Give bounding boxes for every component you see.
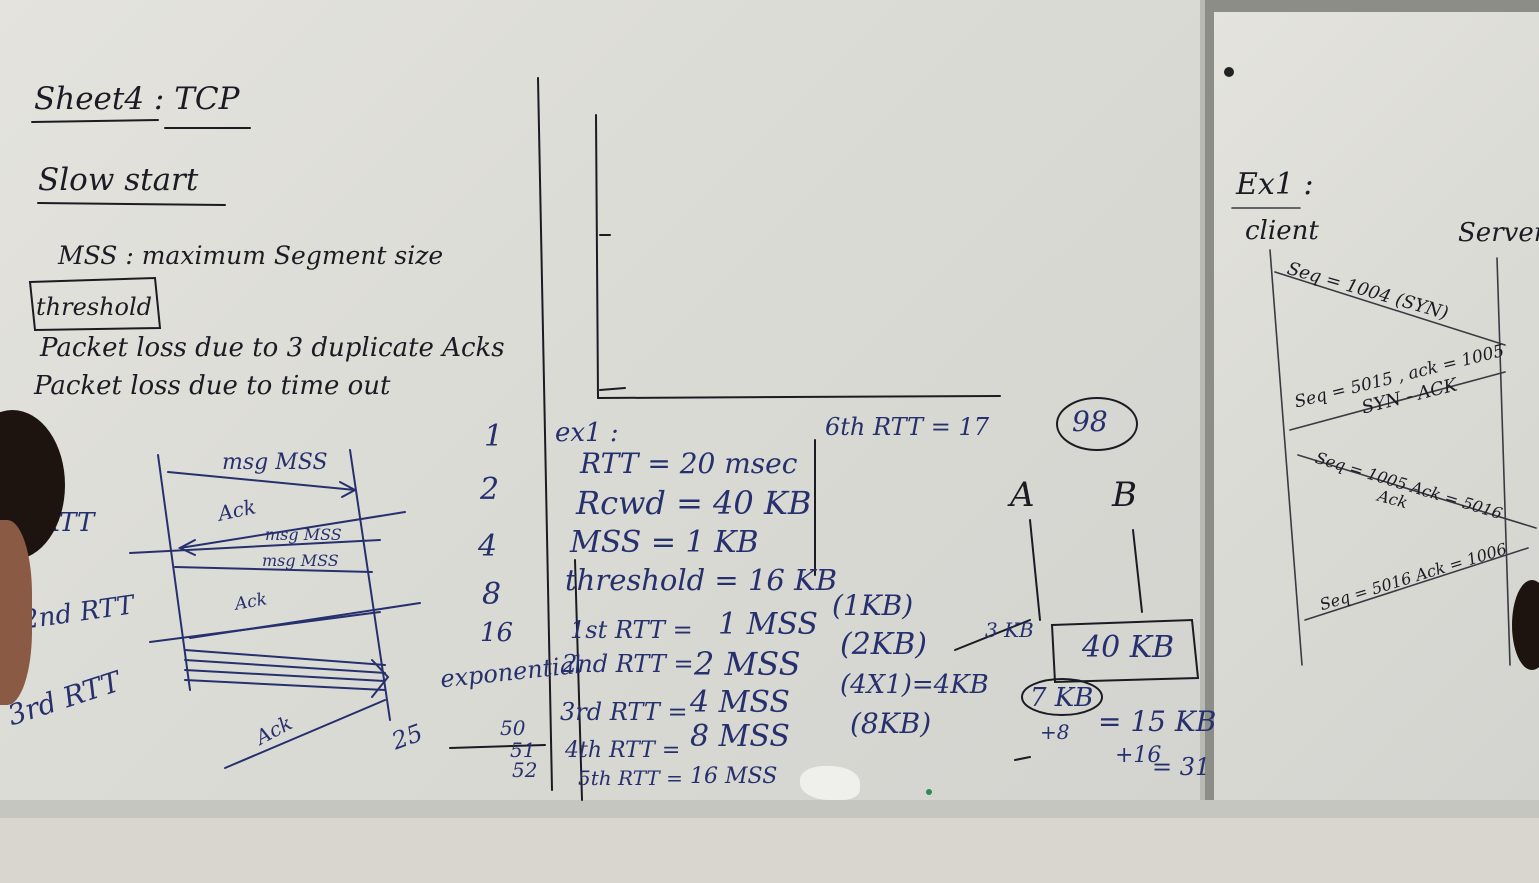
side-note: 7 KB xyxy=(1030,683,1094,713)
ex1-rcwd: Rcwd = 40 KB xyxy=(576,484,812,522)
arrow-label-msg-3: msg MSS xyxy=(262,551,339,570)
host-a: A xyxy=(1010,475,1035,515)
bullet-duplicate-acks: Packet loss due to 3 duplicate Acks xyxy=(40,333,505,363)
rtt-row-value: 1 MSS xyxy=(718,607,818,642)
column-number: 52 xyxy=(512,758,538,782)
column-number: 1 xyxy=(484,419,504,454)
side-note: +16 xyxy=(1115,743,1162,768)
ex1-mss: MSS = 1 KB xyxy=(570,525,759,560)
bullet-timeout: Packet loss due to time out xyxy=(34,371,391,401)
magnet-dot xyxy=(1224,67,1234,77)
ex1-rtt: RTT = 20 msec xyxy=(580,447,798,480)
column-number: 51 xyxy=(510,738,536,762)
column-number: 2 xyxy=(480,472,500,507)
host-b: B xyxy=(1112,475,1137,515)
sheet-title: Sheet4 : TCP xyxy=(34,81,240,117)
side-note: +8 xyxy=(1040,720,1070,744)
rtt-row-note: (2KB) xyxy=(840,627,927,662)
marker-tray xyxy=(0,800,1539,818)
side-note: 3 KB xyxy=(985,618,1034,642)
person-head-right xyxy=(1512,580,1539,670)
arrow-label-msg-2: msg MSS xyxy=(265,525,342,544)
mss-definition: MSS : maximum Segment size xyxy=(58,241,444,270)
right-title: Ex1 : xyxy=(1236,167,1314,202)
ex1-label: ex1 : xyxy=(555,418,619,448)
rtt-row-note: (1KB) xyxy=(832,589,914,622)
bullet-threshold: threshold xyxy=(36,293,153,321)
client-label: client xyxy=(1245,216,1319,246)
rtt-row-label: 3rd RTT = xyxy=(560,698,688,726)
rtt-row-label: 5th RTT = xyxy=(578,766,683,790)
server-label: Server xyxy=(1458,218,1539,248)
column-number: 50 xyxy=(500,716,526,740)
slow-start-heading: Slow start xyxy=(38,162,199,198)
column-number: 4 xyxy=(478,529,498,564)
rtt-row-value: 4 MSS xyxy=(690,685,790,720)
person-face-left xyxy=(0,520,32,705)
rtt-row-label: 1st RTT = xyxy=(570,616,693,644)
rtt-row-value: 16 MSS xyxy=(690,764,778,789)
arrow-label-msg: msg MSS xyxy=(222,450,328,475)
rtt-row-note: (8KB) xyxy=(850,707,932,740)
column-number: 8 xyxy=(482,577,502,612)
left-whiteboard xyxy=(0,0,1200,800)
side-note: = 15 KB xyxy=(1098,705,1217,738)
column-number: 16 xyxy=(480,618,514,648)
rtt-row-value: 8 MSS xyxy=(690,719,790,754)
paper-tissue xyxy=(800,766,860,800)
rtt-row-value: 2 MSS xyxy=(694,645,801,683)
rtt-row-label: 2nd RTT = xyxy=(562,650,694,678)
rtt-row-note: (4X1)=4KB xyxy=(840,670,989,700)
side-note: = 31 xyxy=(1152,753,1211,781)
ex1-threshold: threshold = 16 KB xyxy=(565,563,838,597)
sixth-rtt: 6th RTT = 17 xyxy=(825,413,990,441)
window-box-value: 40 KB xyxy=(1082,630,1175,665)
circled-number: 98 xyxy=(1072,405,1108,438)
rtt-row-label: 4th RTT = xyxy=(565,738,681,763)
